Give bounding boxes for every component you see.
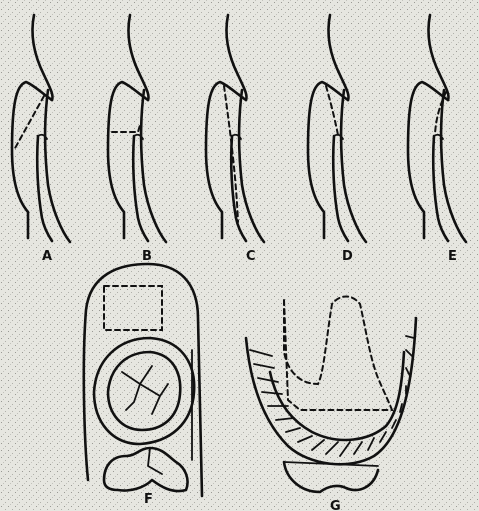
panel-label-b: B bbox=[142, 249, 152, 264]
panel-label-g: G bbox=[330, 499, 341, 511]
panel-label-c: C bbox=[246, 249, 256, 264]
panel-label-e: E bbox=[448, 249, 457, 264]
panel-label-f: F bbox=[144, 492, 153, 507]
panel-label-a: A bbox=[42, 249, 52, 264]
panel-label-d: D bbox=[342, 249, 353, 264]
